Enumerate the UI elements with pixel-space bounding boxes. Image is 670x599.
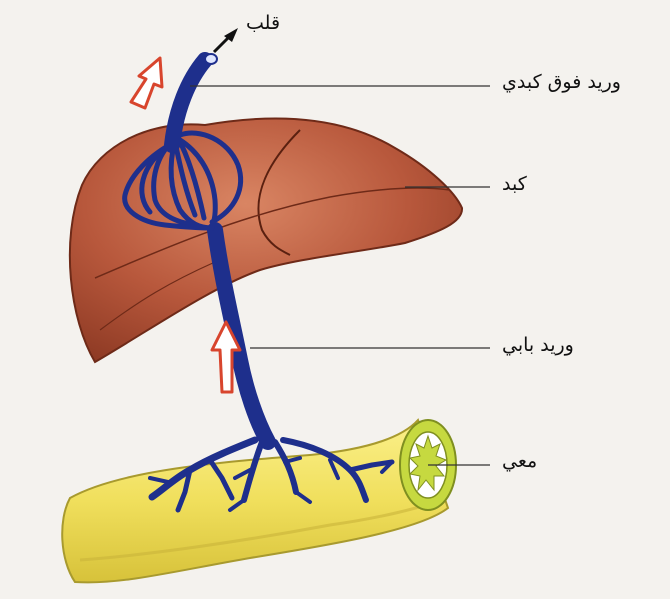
hepatic-vein-opening: [205, 54, 217, 64]
flow-arrow-hepatic: [131, 58, 162, 108]
intestine-body: [62, 420, 448, 582]
liver-label: كبد: [502, 175, 527, 194]
hepatic-vein-label: وريد فوق كبدي: [502, 73, 621, 92]
portal-vein-label: وريد بابي: [502, 336, 574, 355]
heart-label: قلب: [246, 14, 280, 33]
liver-shape: [70, 119, 462, 362]
intestine-label: معي: [502, 452, 537, 471]
